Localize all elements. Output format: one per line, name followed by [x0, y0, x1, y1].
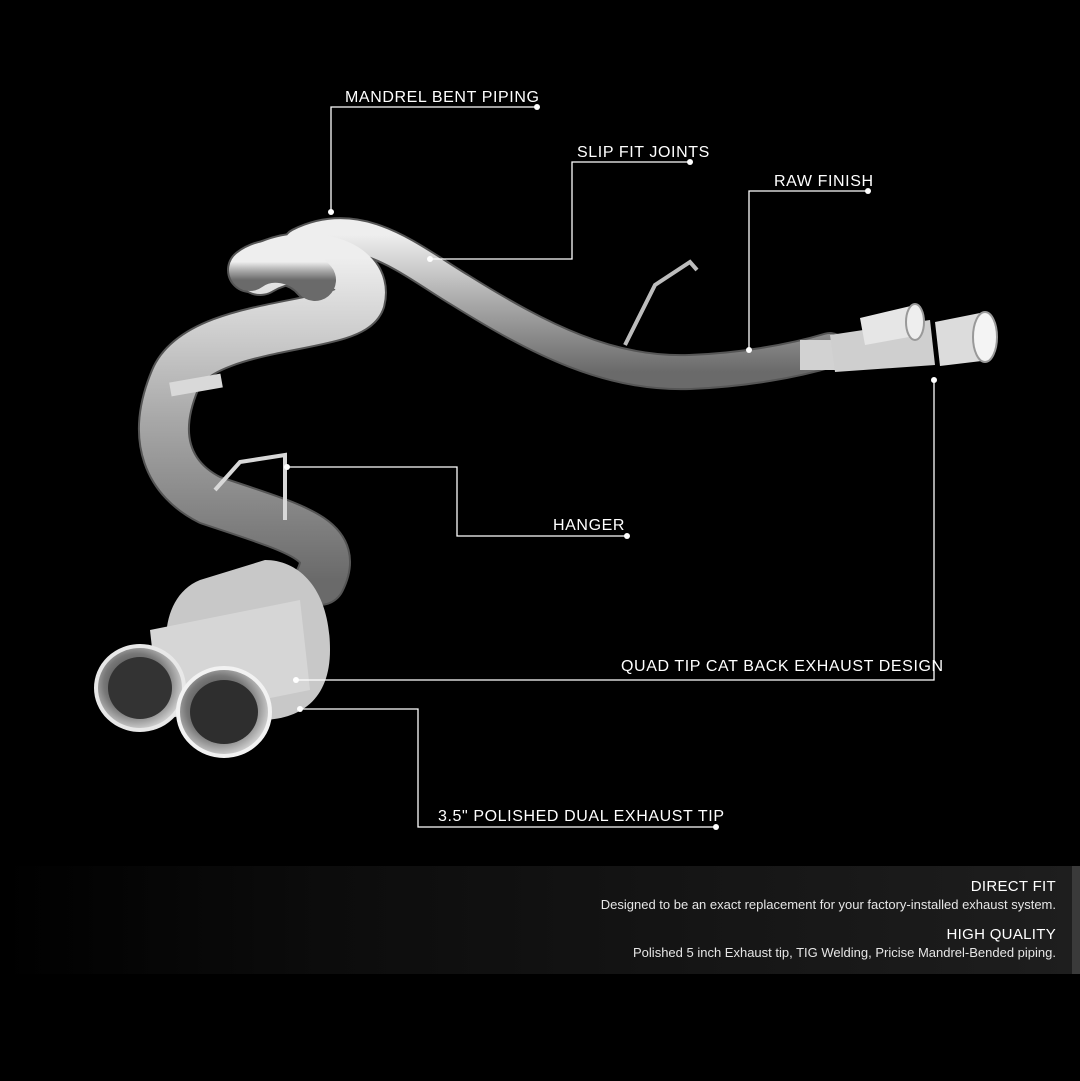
leader-mandrel-bent-piping [330, 106, 537, 212]
dot-hanger-start [284, 464, 290, 470]
dot-mandrel-start [328, 209, 334, 215]
slip-joint-band [169, 373, 223, 397]
front-dual-tips [94, 560, 330, 758]
leader-quad-tip-design [296, 380, 935, 681]
left-pipe [140, 233, 385, 604]
leader-hanger [287, 466, 627, 537]
leader-raw-finish [748, 190, 868, 350]
dot-hanger-end [624, 533, 630, 539]
leader-slip-fit-joints [430, 161, 690, 260]
dot-raw-start [746, 347, 752, 353]
dot-slip-end [687, 159, 693, 165]
dot-raw-end [865, 188, 871, 194]
callout-hanger: HANGER [553, 517, 626, 534]
dot-tip-end [713, 824, 719, 830]
feature-title-direct-fit: DIRECT FIT [970, 878, 1056, 895]
leader-polished-dual-tip [300, 708, 716, 828]
top-hanger-rod [623, 259, 699, 346]
callout-polished-dual-tip: 3.5" POLISHED DUAL EXHAUST TIP [438, 808, 725, 825]
hanger-rod [213, 452, 287, 520]
dot-quad-start [293, 677, 299, 683]
right-tips [830, 303, 998, 372]
feature-info-bar: DIRECT FIT Designed to be an exact repla… [0, 866, 1080, 974]
callout-quad-tip-design: QUAD TIP CAT BACK EXHAUST DESIGN [621, 658, 944, 675]
right-pipe [284, 219, 846, 389]
feature-title-high-quality: HIGH QUALITY [946, 926, 1056, 943]
callout-mandrel-bent-piping: MANDREL BENT PIPING [345, 89, 540, 106]
dot-slip-start [427, 256, 433, 262]
feature-desc-direct-fit: Designed to be an exact replacement for … [600, 897, 1056, 912]
cross-pipe [229, 240, 336, 301]
feature-desc-high-quality: Polished 5 inch Exhaust tip, TIG Welding… [633, 945, 1056, 960]
callout-raw-finish: RAW FINISH [774, 173, 874, 190]
info-bar-edge [1072, 866, 1080, 974]
dot-tip-start [297, 706, 303, 712]
dot-mandrel-end [534, 104, 540, 110]
dot-quad-end [931, 377, 937, 383]
callout-slip-fit-joints: SLIP FIT JOINTS [577, 144, 710, 161]
